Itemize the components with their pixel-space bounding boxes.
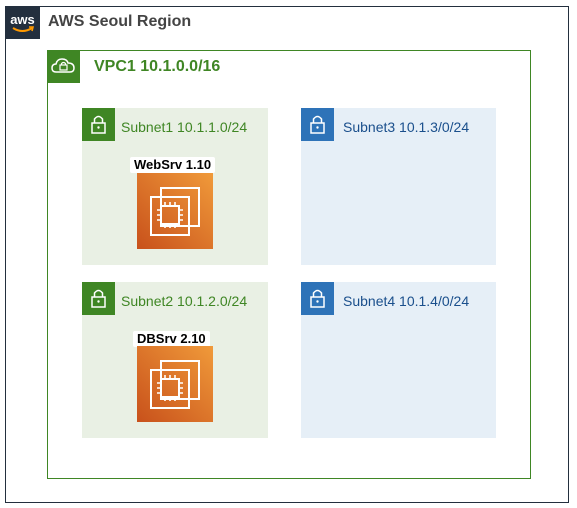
subnet-2-label: Subnet2 10.1.2.0/24 — [121, 293, 248, 309]
aws-logo-icon: aws — [5, 6, 40, 39]
lock-icon — [82, 282, 115, 315]
subnet-3-label: Subnet3 10.1.3/0/24 — [343, 119, 470, 135]
vpc-title: VPC1 10.1.0.0/16 — [94, 58, 221, 75]
dbsrv-label: DBSrv 2.10 — [133, 331, 210, 347]
aws-region-container — [5, 6, 569, 503]
lock-icon — [82, 108, 115, 141]
vpc-container — [47, 50, 531, 479]
aws-logo-text: aws — [10, 12, 35, 27]
region-title: AWS Seoul Region — [48, 13, 192, 30]
lock-icon — [301, 108, 334, 141]
subnet-1-label: Subnet1 10.1.1.0/24 — [121, 119, 248, 135]
cloud-lock-icon — [47, 50, 80, 83]
ec2-instance-icon[interactable] — [137, 173, 213, 249]
websrv-label: WebSrv 1.10 — [130, 157, 216, 173]
subnet-4-label: Subnet4 10.1.4/0/24 — [343, 293, 470, 309]
ec2-instance-icon[interactable] — [137, 346, 213, 422]
lock-icon — [301, 282, 334, 315]
